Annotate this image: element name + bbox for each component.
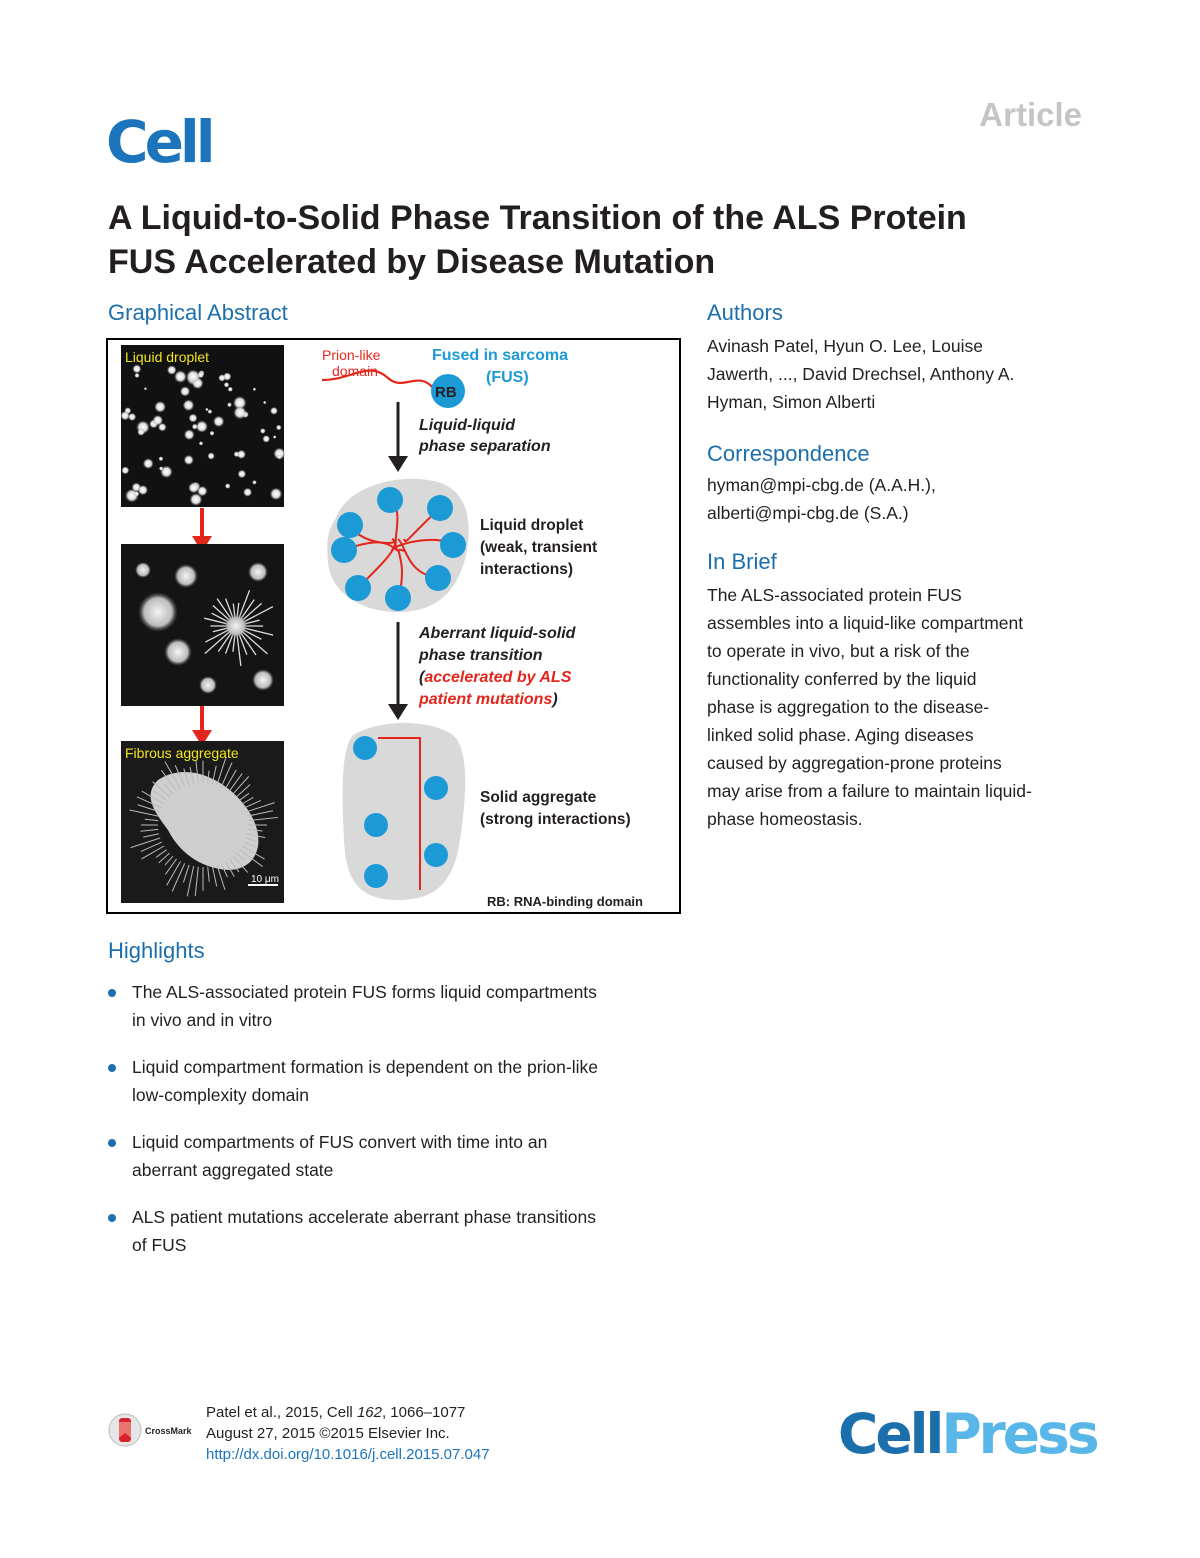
in-brief-line: may arise from a failure to maintain liq… [707,781,1032,801]
authors-line-3: Hyman, Simon Alberti [707,392,876,412]
publication-date: August 27, 2015 ©2015 Elsevier Inc. [206,1425,450,1442]
llps-label-1: Liquid-liquid [419,417,516,434]
correspondence-heading: Correspondence [707,441,870,466]
authors-heading: Authors [707,300,783,325]
in-brief-line: linked solid phase. Aging diseases [707,725,974,745]
highlight-item: Liquid compartments of FUS convert with … [108,1128,688,1184]
scale-bar-label: 10 μm [251,874,279,885]
red-arrow-2 [192,706,212,746]
in-brief-line: The ALS-associated protein FUS [707,585,962,605]
rb-domain-circle [431,374,465,408]
aberrant-label-2: phase transition [418,647,543,664]
article-type-label: Article [979,96,1082,133]
authors-line-2: Jawerth, ..., David Drechsel, Anthony A. [707,364,1015,384]
correspondence-email-2[interactable]: alberti@mpi-cbg.de (S.A.) [707,503,909,523]
in-brief-text: The ALS-associated protein FUS assembles… [707,581,1087,833]
authors-line-1: Avinash Patel, Hyun O. Lee, Louise [707,336,983,356]
liquid-droplet-label-1: Liquid droplet [480,517,583,534]
correspondence-email-1[interactable]: hyman@mpi-cbg.de (A.A.H.), [707,475,936,495]
highlight-item: Liquid compartment formation is dependen… [108,1053,688,1109]
graphical-abstract-figure: Liquid droplet 10 μm [106,338,681,914]
prion-domain-line [321,369,434,389]
authors-list: Avinash Patel, Hyun O. Lee, Louise Jawer… [707,332,1087,416]
llps-label-2: phase separation [418,438,551,455]
highlight-line: ALS patient mutations accelerate aberran… [132,1207,597,1227]
highlights-heading: Highlights [108,938,205,963]
aberrant-label-3: (accelerated by ALS [419,669,572,686]
highlight-line: Liquid compartments of FUS convert with … [132,1132,548,1152]
aberrant-label-1: Aberrant liquid-solid [418,625,577,642]
cellpress-logo: CellPress [838,1402,1100,1466]
highlight-item: ALS patient mutations accelerate aberran… [108,1203,688,1259]
crossmark-label: CrossMark [145,1426,193,1436]
in-brief-line: caused by aggregation-prone proteins [707,753,1002,773]
in-brief-line: phase is aggregation to the disease- [707,697,990,717]
citation-block: Patel et al., 2015, Cell 162, 1066–1077 … [206,1402,490,1465]
cell-journal-logo: Cell [106,108,216,176]
article-title: A Liquid-to-Solid Phase Transition of th… [108,196,1098,284]
title-line-2: FUS Accelerated by Disease Mutation [108,243,716,281]
solid-aggregate-label-1: Solid aggregate [480,789,597,806]
highlight-line: The ALS-associated protein FUS forms liq… [132,982,597,1002]
fus-schematic: Prion-like domain Fused in sarcoma (FUS)… [321,347,643,909]
in-brief-line: assembles into a liquid-like compartment [707,613,1024,633]
crossmark-badge[interactable]: CrossMark [108,1412,198,1448]
highlight-item: The ALS-associated protein FUS forms liq… [108,978,688,1034]
aberrant-label-4: patient mutations) [418,691,558,708]
title-line-1: A Liquid-to-Solid Phase Transition of th… [108,199,967,237]
prion-like-label-1: Prion-like [322,347,381,363]
aggregate-rb-balls [353,736,448,888]
in-brief-line: functionality conferred by the liquid [707,669,977,689]
highlight-line: in vivo and in vitro [132,1010,273,1030]
highlight-line: Liquid compartment formation is dependen… [132,1057,598,1077]
prion-like-label-2: domain [332,363,378,379]
micrograph-liquid-droplets: Liquid droplet [120,345,286,507]
highlights-list: The ALS-associated protein FUS forms liq… [108,978,688,1278]
correspondence-emails: hyman@mpi-cbg.de (A.A.H.), alberti@mpi-c… [707,471,936,527]
in-brief-line: to operate in vivo, but a risk of the [707,641,970,661]
liquid-droplet-label-3: interactions) [480,561,573,578]
solid-aggregate-label-2: (strong interactions) [480,811,631,828]
in-brief-line: phase homeostasis. [707,809,863,829]
highlight-line: of FUS [132,1235,187,1255]
micrograph-fibrous-aggregate: 10 μm Fibrous aggregate [121,741,284,903]
crossmark-icon: CrossMark [108,1413,193,1447]
highlight-line: aberrant aggregated state [132,1160,334,1180]
highlight-line: low-complexity domain [132,1085,310,1105]
doi-link[interactable]: http://dx.doi.org/10.1016/j.cell.2015.07… [206,1446,490,1463]
rb-legend: RB: RNA-binding domain [487,894,643,909]
rb-label: RB [435,384,457,401]
citation-line: Patel et al., 2015, Cell 162, 1066–1077 [206,1404,466,1421]
graphical-abstract-heading: Graphical Abstract [108,300,288,325]
fus-label-1: Fused in sarcoma [432,347,568,364]
in-brief-heading: In Brief [707,549,777,574]
label-fibrous-aggregate-image: Fibrous aggregate [125,745,239,761]
micrograph-transition [121,544,284,706]
liquid-droplet-label-2: (weak, transient [480,539,597,556]
graphical-abstract-svg: Liquid droplet 10 μm [120,345,643,909]
label-liquid-droplet-image: Liquid droplet [125,349,209,365]
fus-label-2: (FUS) [486,369,529,386]
aggregate-fiber [378,737,421,890]
